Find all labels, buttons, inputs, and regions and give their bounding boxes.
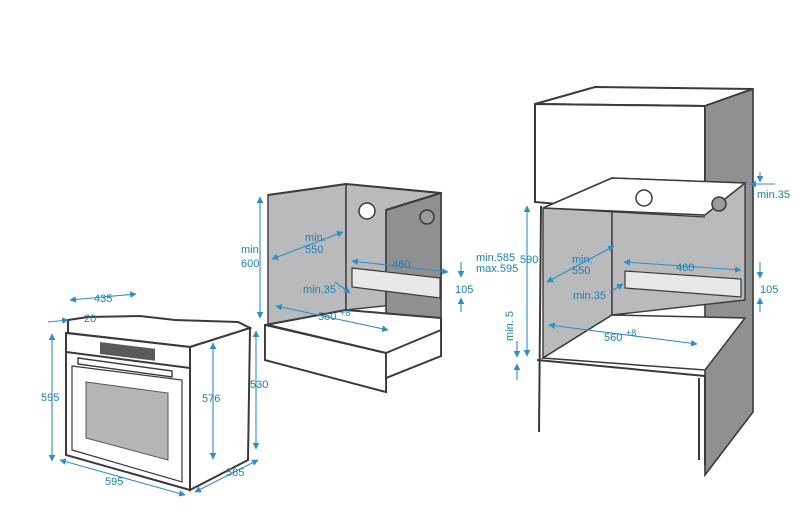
label-width: 595 bbox=[105, 476, 123, 488]
label-column-width-sup: +8 bbox=[626, 328, 636, 338]
vent-slot bbox=[351, 267, 441, 299]
cable-hole-right bbox=[419, 209, 435, 225]
oven-display bbox=[100, 342, 155, 361]
column-vent-slot bbox=[624, 270, 742, 298]
niche-front-edge bbox=[542, 207, 706, 218]
dim-line-top-depth bbox=[69, 291, 137, 303]
label-cabinet-height-2: 600 bbox=[241, 258, 259, 270]
cabinet-top-edge bbox=[267, 183, 442, 211]
label-cabinet-depth-1: min. bbox=[305, 232, 326, 244]
under-counter-cabinet bbox=[264, 183, 442, 394]
label-vent-height: 105 bbox=[455, 284, 473, 296]
label-cabinet-depth-2: 550 bbox=[305, 244, 323, 256]
column-hole-left bbox=[635, 189, 653, 207]
column-cabinet bbox=[534, 85, 754, 478]
dim-line-column-width bbox=[548, 322, 698, 347]
dim-line-vent-width bbox=[351, 258, 449, 275]
oven-drawing bbox=[65, 314, 253, 492]
dim-line-column-vent-width bbox=[623, 259, 742, 273]
label-height-range-1: min.585 bbox=[476, 252, 515, 264]
dim-line-width bbox=[59, 458, 186, 497]
label-inner-height: 576 bbox=[202, 393, 220, 405]
label-niche-height: 590 bbox=[520, 254, 538, 266]
oven-side bbox=[189, 326, 252, 492]
label-cabinet-width: 560 bbox=[318, 311, 336, 323]
label-top-depth: 435 bbox=[94, 293, 112, 305]
label-column-vent-width: 460 bbox=[676, 262, 694, 274]
label-bottom-gap: min. 5 bbox=[504, 311, 516, 341]
label-height: 595 bbox=[41, 392, 59, 404]
label-vent-width: 460 bbox=[392, 259, 410, 271]
dim-line-top-offset bbox=[47, 317, 69, 324]
column-left-edge bbox=[538, 205, 542, 433]
label-cabinet-height-1: min. bbox=[241, 244, 262, 256]
label-column-depth-1: min. bbox=[572, 254, 593, 266]
label-side-height: 530 bbox=[250, 379, 268, 391]
dim-line-gap bbox=[334, 281, 351, 294]
label-column-depth-2: 550 bbox=[572, 265, 590, 277]
column-hole-right bbox=[711, 196, 727, 212]
label-cabinet-width-sup: +8 bbox=[340, 308, 350, 318]
dim-line-column-depth bbox=[546, 245, 615, 283]
column-cabinet-dimensions: min.35 min.585 max.595 590 min. 550 460 … bbox=[476, 172, 790, 380]
oven-handle bbox=[77, 357, 173, 378]
dim-line-depth bbox=[194, 459, 259, 493]
label-height-range-2: max.595 bbox=[476, 263, 518, 275]
lower-cabinet-top bbox=[536, 359, 706, 465]
dim-line-cabinet-width bbox=[275, 304, 389, 332]
plinth-side bbox=[385, 328, 442, 380]
cable-hole-left bbox=[358, 202, 376, 220]
label-column-vent-height: 105 bbox=[760, 284, 778, 296]
dim-line-cabinet-depth bbox=[271, 231, 344, 260]
under-cabinet-dimensions: min. 600 min. 550 460 105 min.35 560 +8 bbox=[241, 196, 473, 332]
label-depth: 565 bbox=[226, 467, 244, 479]
label-top-gap: min.35 bbox=[757, 189, 790, 201]
label-top-offset: 20 bbox=[84, 313, 96, 325]
dim-line-column-gap bbox=[609, 283, 624, 293]
oven-dimensions: 435 20 595 595 576 530 565 bbox=[41, 291, 268, 497]
label-column-gap: min.35 bbox=[573, 290, 606, 302]
label-gap: min.35 bbox=[303, 284, 336, 296]
label-column-width: 560 bbox=[604, 332, 622, 344]
